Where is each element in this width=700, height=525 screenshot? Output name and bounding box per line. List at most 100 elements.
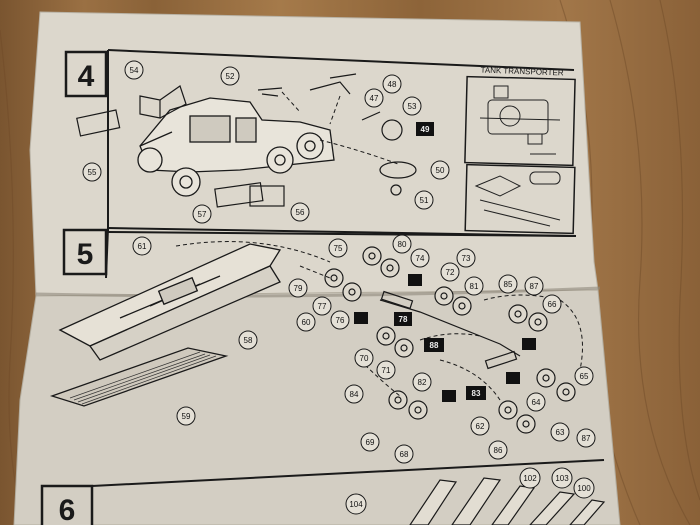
inset-fifth-wheel-view	[464, 163, 576, 235]
callout-54: 54	[124, 60, 144, 80]
callout-52: 52	[220, 66, 240, 86]
svg-text:84: 84	[350, 390, 359, 399]
svg-text:58: 58	[244, 336, 253, 345]
callout-104: 104	[345, 493, 367, 515]
svg-text:102: 102	[523, 474, 537, 483]
callout-85: 85	[498, 274, 518, 294]
svg-text:66: 66	[548, 300, 557, 309]
svg-text:70: 70	[360, 354, 369, 363]
step-4-parts	[76, 73, 417, 208]
svg-text:80: 80	[398, 240, 407, 249]
callout-86: 86	[488, 440, 508, 460]
step-5-number-box	[62, 228, 108, 276]
svg-text:104: 104	[349, 500, 363, 509]
svg-text:62: 62	[476, 422, 485, 431]
callout-55: 55	[82, 162, 102, 182]
boxed-callout-88: 88	[424, 338, 444, 352]
step-4-number-box	[64, 50, 108, 98]
svg-text:85: 85	[504, 280, 513, 289]
blank-black-square	[408, 274, 422, 286]
callout-70: 70	[354, 348, 374, 368]
svg-text:88: 88	[430, 341, 439, 350]
svg-text:81: 81	[470, 282, 479, 291]
svg-text:54: 54	[130, 66, 139, 75]
svg-text:55: 55	[88, 168, 97, 177]
step-6-number-box	[40, 484, 94, 525]
callout-57: 57	[192, 204, 212, 224]
inset-chassis-drawing	[479, 85, 561, 155]
boxed-callout-49: 49	[416, 122, 434, 136]
boxed-callout-83: 83	[466, 386, 486, 400]
svg-text:71: 71	[382, 366, 391, 375]
callout-56: 56	[290, 202, 310, 222]
svg-text:49: 49	[421, 125, 430, 134]
header-title: TANK TRANSPORTER	[480, 66, 564, 78]
svg-text:64: 64	[532, 398, 541, 407]
callout-50: 50	[430, 160, 450, 180]
blank-black-square	[522, 338, 536, 350]
boxed-callout-78: 78	[394, 312, 412, 326]
svg-text:103: 103	[555, 474, 569, 483]
svg-text:77: 77	[318, 302, 327, 311]
svg-text:68: 68	[400, 450, 409, 459]
callout-80: 80	[392, 234, 412, 254]
svg-text:48: 48	[388, 80, 397, 89]
svg-text:65: 65	[580, 372, 589, 381]
callout-72: 72	[440, 262, 460, 282]
step-6-rails-drawing	[409, 477, 606, 525]
svg-text:79: 79	[294, 284, 303, 293]
callout-65: 65	[574, 366, 594, 386]
svg-text:57: 57	[198, 210, 207, 219]
callout-51: 51	[414, 190, 434, 210]
svg-text:75: 75	[334, 244, 343, 253]
blank-black-square	[354, 312, 368, 324]
callout-68: 68	[394, 444, 414, 464]
svg-text:74: 74	[416, 254, 425, 263]
callout-87: 87	[524, 276, 544, 296]
svg-text:50: 50	[436, 166, 445, 175]
svg-text:72: 72	[446, 268, 455, 277]
svg-text:56: 56	[296, 208, 305, 217]
svg-text:76: 76	[336, 316, 345, 325]
inset-fifth-wheel-drawing	[474, 171, 561, 227]
blank-black-square	[442, 390, 456, 402]
callout-59: 59	[176, 406, 196, 426]
svg-text:69: 69	[366, 438, 375, 447]
trailer-frame-drawing	[58, 243, 282, 361]
callout-61: 61	[132, 236, 152, 256]
step-6-number: 6	[59, 494, 76, 525]
trailer-ramp-drawing	[49, 347, 229, 407]
callout-84: 84	[344, 384, 364, 404]
callout-53: 53	[402, 96, 422, 116]
callout-60: 60	[296, 312, 316, 332]
callout-77: 77	[312, 296, 332, 316]
callout-87b: 87	[576, 428, 596, 448]
svg-text:51: 51	[420, 196, 429, 205]
svg-text:53: 53	[408, 102, 417, 111]
callout-48: 48	[382, 74, 402, 94]
callout-64: 64	[526, 392, 546, 412]
svg-text:73: 73	[462, 254, 471, 263]
callout-63: 63	[550, 422, 570, 442]
svg-text:59: 59	[182, 412, 191, 421]
callout-103: 103	[551, 467, 573, 489]
callout-100: 100	[573, 477, 595, 499]
svg-text:100: 100	[577, 484, 591, 493]
step-5-number: 5	[77, 238, 94, 271]
step-4-number: 4	[78, 60, 95, 93]
trailer-wheels	[324, 246, 576, 434]
svg-text:63: 63	[556, 428, 565, 437]
callout-58: 58	[238, 330, 258, 350]
svg-text:82: 82	[418, 378, 427, 387]
callout-47: 47	[364, 88, 384, 108]
svg-text:87: 87	[530, 282, 539, 291]
svg-text:87: 87	[582, 434, 591, 443]
svg-text:47: 47	[370, 94, 379, 103]
callout-73: 73	[456, 248, 476, 268]
svg-text:78: 78	[399, 315, 408, 324]
step-6-panel	[91, 459, 605, 487]
callout-79: 79	[288, 278, 308, 298]
axle-drawing	[379, 290, 521, 370]
callout-81: 81	[464, 276, 484, 296]
